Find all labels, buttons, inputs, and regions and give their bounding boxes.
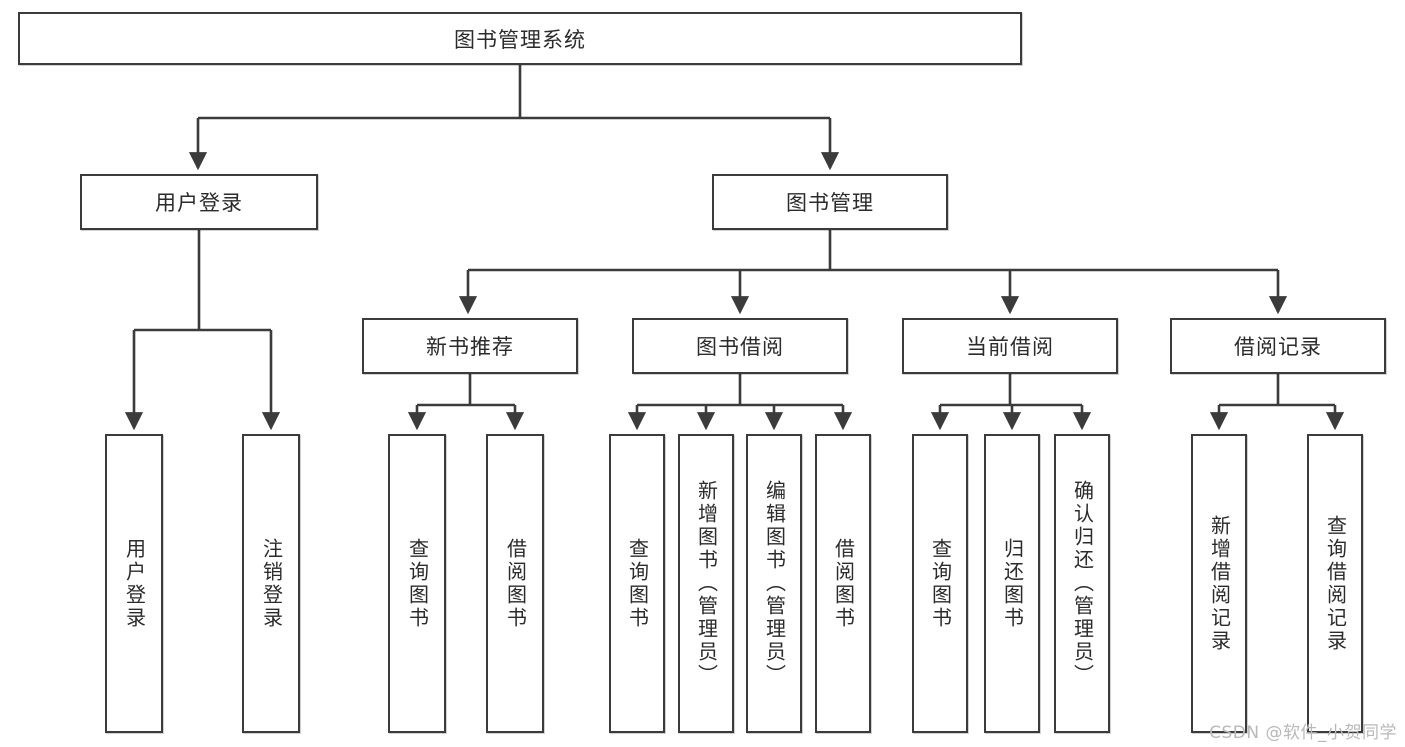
node-user-login-label: 用户登录 [155,191,243,215]
node-leaf-borrow-book[interactable]: 借阅图书 [815,434,871,733]
node-book-management[interactable]: 图书管理 [712,174,948,230]
node-leaf-add-borrow-record-label: 新增借阅记录 [1207,514,1232,653]
node-leaf-add-book-admin-label: 新增图书（管理员） [694,480,719,687]
node-book-management-label: 图书管理 [786,191,874,215]
node-leaf-query-book-current[interactable]: 查询图书 [912,434,968,733]
node-leaf-edit-book-admin[interactable]: 编辑图书（管理员） [746,434,802,733]
node-root[interactable]: 图书管理系统 [18,12,1022,65]
node-leaf-return-book[interactable]: 归还图书 [984,434,1040,733]
node-leaf-borrow-book-recommend-label: 借阅图书 [503,537,528,630]
node-current-borrow-label: 当前借阅 [966,335,1054,359]
node-borrow-record-label: 借阅记录 [1234,335,1322,359]
watermark-text: CSDN @软件_小贺同学 [1209,723,1397,743]
node-user-login[interactable]: 用户登录 [80,174,318,230]
node-new-book-recommend[interactable]: 新书推荐 [362,318,578,374]
node-borrow-record[interactable]: 借阅记录 [1170,318,1386,374]
node-current-borrow[interactable]: 当前借阅 [902,318,1118,374]
node-leaf-user-login[interactable]: 用户登录 [105,434,163,733]
node-leaf-add-borrow-record[interactable]: 新增借阅记录 [1191,434,1247,733]
node-leaf-query-book-recommend[interactable]: 查询图书 [388,434,446,733]
node-leaf-query-book-recommend-label: 查询图书 [405,537,430,630]
node-book-borrow-label: 图书借阅 [696,335,784,359]
node-new-book-recommend-label: 新书推荐 [426,335,514,359]
node-leaf-query-borrow-record-label: 查询借阅记录 [1323,514,1348,653]
node-leaf-logout-login[interactable]: 注销登录 [242,434,300,733]
node-leaf-query-borrow-record[interactable]: 查询借阅记录 [1307,434,1363,733]
node-leaf-add-book-admin[interactable]: 新增图书（管理员） [678,434,734,733]
node-leaf-confirm-return-admin[interactable]: 确认归还（管理员） [1054,434,1110,733]
node-leaf-user-login-label: 用户登录 [122,537,147,630]
node-leaf-logout-login-label: 注销登录 [259,537,284,630]
node-leaf-borrow-book-label: 借阅图书 [831,537,856,630]
node-leaf-query-book-borrow-label: 查询图书 [625,537,650,630]
node-leaf-confirm-return-admin-label: 确认归还（管理员） [1070,480,1095,687]
node-leaf-borrow-book-recommend[interactable]: 借阅图书 [486,434,544,733]
node-root-label: 图书管理系统 [454,27,586,52]
node-leaf-return-book-label: 归还图书 [1000,537,1025,630]
node-book-borrow[interactable]: 图书借阅 [632,318,848,374]
node-leaf-query-book-current-label: 查询图书 [928,537,953,630]
node-leaf-edit-book-admin-label: 编辑图书（管理员） [762,480,787,687]
node-leaf-query-book-borrow[interactable]: 查询图书 [609,434,665,733]
